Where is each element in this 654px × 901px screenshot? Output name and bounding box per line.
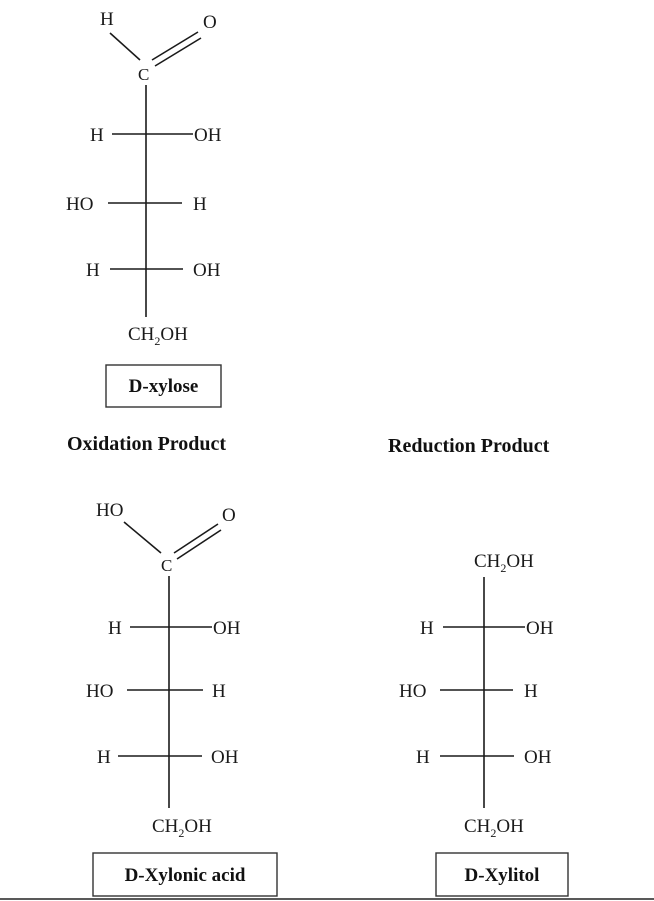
xylitol-bottom-ch2oh: CH2OH — [464, 816, 524, 840]
xylonic-row1-left: H — [108, 618, 122, 639]
xylose-ch-bond — [109, 32, 141, 61]
xylitol-structure: CH2OH H OH HO H H OH CH2OH D-Xylitol — [399, 551, 569, 897]
xylose-co-bond-1 — [151, 31, 199, 61]
xylose-row1-right: OH — [194, 125, 222, 146]
xylitol-row3-left: H — [416, 747, 430, 768]
xylonic-co-bond-2 — [176, 529, 222, 560]
xylonic-cho-bond — [123, 521, 162, 554]
xylitol-row3-right: OH — [524, 747, 552, 768]
xylonic-carboxyl-ho: HO — [96, 500, 123, 521]
xylonic-row2-right: H — [212, 681, 226, 702]
xylitol-top-ch2oh: CH2OH — [474, 551, 534, 575]
xylose-carbonyl-o: O — [203, 12, 217, 33]
xylose-ch2oh: CH2OH — [128, 324, 188, 348]
xylose-name: D-xylose — [129, 376, 199, 397]
xylose-row2-right: H — [193, 194, 207, 215]
xylonic-ch2oh: CH2OH — [152, 816, 212, 840]
xylitol-name: D-Xylitol — [465, 865, 540, 886]
xylose-structure: H O C H OH HO H H OH CH2OH D-xylose — [66, 9, 222, 408]
xylitol-row2-right: H — [524, 681, 538, 702]
xylitol-row2-left: HO — [399, 681, 426, 702]
reduction-heading: Reduction Product — [388, 435, 550, 457]
xylose-row2-left: HO — [66, 194, 93, 215]
xylose-aldehyde-h: H — [100, 9, 114, 30]
xylonic-name: D-Xylonic acid — [125, 865, 246, 886]
oxidation-heading: Oxidation Product — [67, 433, 226, 455]
xylose-row1-left: H — [90, 125, 104, 146]
xylonic-name-box — [92, 852, 278, 897]
xylonic-row3-left: H — [97, 747, 111, 768]
xylonic-row2-left: HO — [86, 681, 113, 702]
xylose-row3-right: OH — [193, 260, 221, 281]
xylose-name-box — [105, 364, 222, 408]
xylitol-row1-left: H — [420, 618, 434, 639]
xylose-row3-left: H — [86, 260, 100, 281]
xylitol-row1-right: OH — [526, 618, 554, 639]
xylonic-row3-right: OH — [211, 747, 239, 768]
xylose-co-bond-2 — [154, 37, 202, 67]
xylonic-acid-structure: HO O C H OH HO H H OH CH2OH D-Xylonic ac… — [86, 500, 278, 897]
xylonic-carbon-c: C — [161, 556, 172, 575]
xylonic-co-bond-1 — [173, 523, 219, 554]
xylonic-carbonyl-o: O — [222, 505, 236, 526]
xylose-carbon-c: C — [138, 65, 149, 84]
xylitol-name-box — [435, 852, 569, 897]
xylonic-row1-right: OH — [213, 618, 241, 639]
